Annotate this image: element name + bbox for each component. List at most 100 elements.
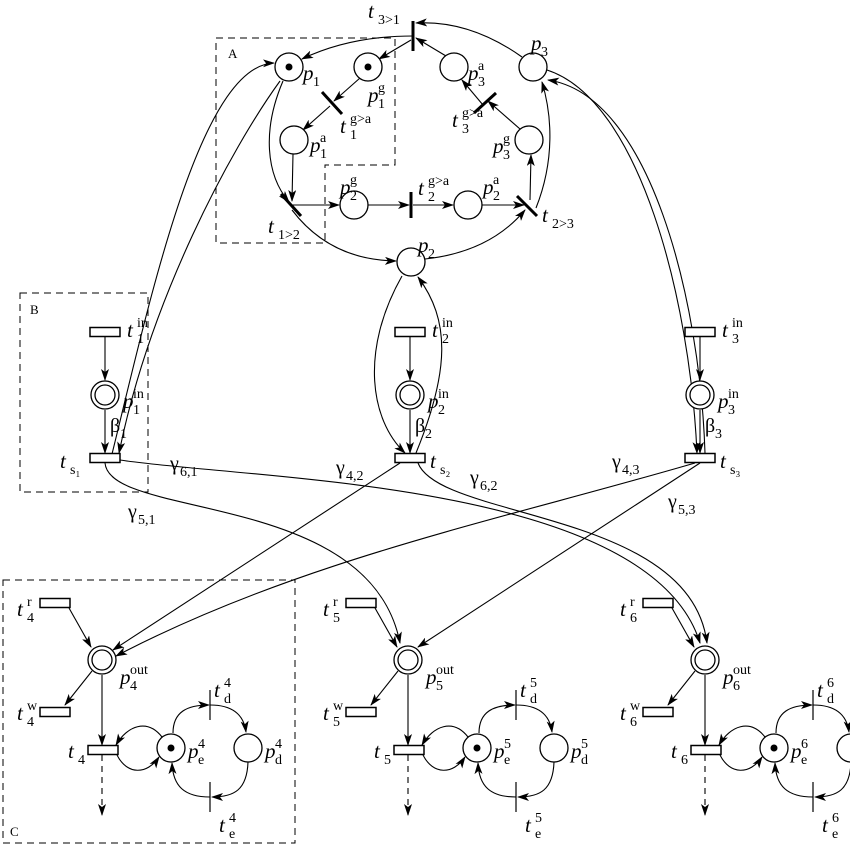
label-te-5-base: t (525, 813, 532, 837)
label-p2a-base: p (481, 175, 494, 199)
label-te-6-base: t (822, 813, 829, 837)
label-p3g-subscript: 3 (503, 148, 510, 163)
label-t-6-base: t (671, 739, 678, 763)
label-t-5-base: t (374, 739, 381, 763)
label-pin-3-superscript: in (728, 387, 739, 402)
arcs (64, 18, 850, 816)
label-pout-5-subscript: 5 (436, 679, 443, 694)
place-p3 (518, 52, 548, 82)
token (167, 744, 175, 752)
label-td-6-superscript: 6 (827, 676, 834, 691)
label-pd-5-subscript: d (581, 753, 588, 768)
arc-ts2-p4out (112, 462, 401, 651)
label-gamma-5-1-subscript: 5,1 (138, 513, 156, 528)
label-pout-6-subscript: 6 (733, 679, 740, 694)
label-gamma-4-3-base: γ (611, 451, 621, 473)
label-p2-base: p (416, 233, 429, 257)
transition-tin-3 (684, 326, 716, 338)
transition-tw-5 (345, 706, 377, 718)
label-tin-1-base: t (127, 318, 134, 342)
arc-pout-tw (667, 670, 696, 706)
transition-t-6 (690, 744, 722, 756)
label-t1ga-base: t (340, 114, 347, 138)
label-pe-4-superscript: 4 (198, 737, 205, 752)
label-pout-5-superscript: out (436, 663, 454, 678)
place-p2a (453, 190, 483, 220)
label-t3ga-base: t (452, 108, 459, 132)
label-tw-5-superscript: w (333, 699, 344, 714)
label-tr-6-base: t (620, 597, 627, 621)
arc-p1a-t12 (288, 153, 297, 202)
token (364, 63, 372, 71)
label-gamma-6-1-subscript: 6,1 (180, 465, 198, 480)
label-tr-6-superscript: r (630, 595, 635, 610)
label-p3-subscript: 3 (541, 45, 548, 60)
label-pout-5-base: p (424, 665, 437, 689)
transition-t3ga (472, 91, 498, 115)
label-t3ga-superscript: g>a (462, 106, 484, 121)
place-p3g (514, 125, 544, 155)
label-te-5-subscript: e (535, 827, 541, 842)
label-p1g-subscript: 1 (378, 97, 385, 112)
region-b-label: B (30, 302, 39, 317)
label-td-6-subscript: d (827, 692, 834, 707)
label-te-6-subscript: e (832, 827, 838, 842)
label-tin-3-superscript: in (732, 316, 743, 331)
label-ts-2-subscript: s₂ (440, 463, 450, 478)
arc-p3-ts3 (546, 69, 701, 454)
label-pe-5-superscript: 5 (504, 737, 511, 752)
label-pe-6-subscript: e (801, 753, 807, 768)
label-pin-3-subscript: 3 (728, 403, 735, 418)
transition-ts-2 (394, 452, 426, 464)
arc-t23-p3g (526, 154, 535, 201)
arc-pout-tw (370, 670, 399, 706)
label-pe-5-base: p (492, 739, 505, 763)
arc-pout-tw (64, 670, 93, 706)
label-t23-subscript: 2>3 (552, 217, 574, 232)
place-pin-2 (395, 380, 425, 410)
label-gamma-4-2-base: γ (335, 457, 345, 479)
label-tin-2-superscript: in (442, 316, 453, 331)
region-a-box (215, 37, 396, 244)
label-tw-6-base: t (620, 701, 627, 725)
label-p3g-base: p (491, 134, 504, 158)
label-p1g-superscript: g (378, 81, 385, 96)
place-p3a (439, 52, 469, 82)
label-t2ga-superscript: g>a (428, 174, 450, 189)
arc-tr-pout (671, 607, 695, 648)
label-t1ga-superscript: g>a (350, 112, 372, 127)
place-p2 (396, 247, 426, 277)
token (285, 63, 293, 71)
label-t-4-base: t (68, 739, 75, 763)
arc-pe-t (718, 725, 766, 746)
label-tr-4-base: t (17, 597, 24, 621)
label-tin-3-subscript: 3 (732, 332, 739, 347)
transition-tin-1 (89, 326, 121, 338)
label-p2g-base: p (338, 175, 351, 199)
token (770, 744, 778, 752)
place-pd-5 (539, 733, 569, 763)
label-tr-5-superscript: r (333, 595, 338, 610)
label-t-4-subscript: 4 (78, 753, 85, 768)
arc-ts2-p6out (417, 462, 710, 644)
transition-tr-4 (39, 597, 71, 609)
